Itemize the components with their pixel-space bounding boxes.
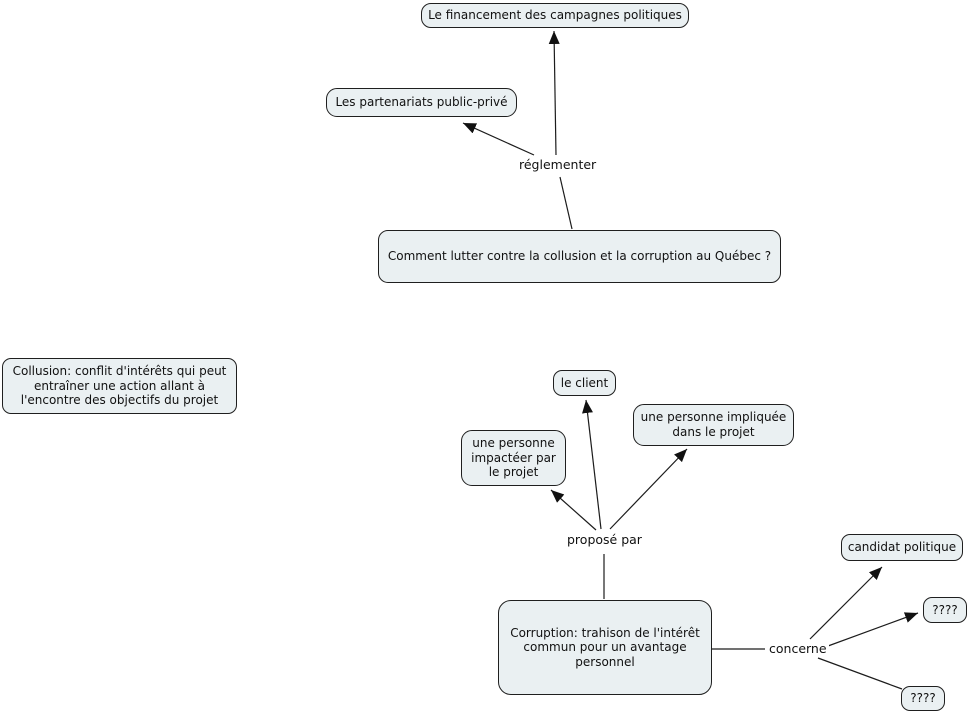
edge-question-reglementer: [559, 176, 573, 230]
node-inconnu-bas[interactable]: ????: [901, 686, 945, 711]
linking-phrase-propose-par[interactable]: proposé par: [565, 532, 644, 547]
node-partenariats[interactable]: Les partenariats public-privé: [326, 88, 517, 117]
node-candidat-politique[interactable]: candidat politique: [841, 534, 963, 561]
node-inconnu-haut[interactable]: ????: [923, 597, 967, 623]
edge-reglementer-partenariats: [462, 122, 535, 156]
node-collusion-definition[interactable]: Collusion: conflit d'intérêts qui peut e…: [2, 358, 237, 414]
linking-phrase-concerne[interactable]: concerne: [767, 641, 829, 656]
edge-concerne-inconnu-haut: [827, 612, 919, 647]
edge-propose-par-impactee: [550, 489, 597, 531]
edge-reglementer-financement: [548, 30, 560, 156]
edge-propose-par-client: [582, 399, 602, 530]
node-financement[interactable]: Le financement des campagnes politiques: [421, 3, 689, 28]
linking-phrase-reglementer[interactable]: réglementer: [517, 157, 599, 172]
node-corruption-definition[interactable]: Corruption: trahison de l'intérêt commun…: [498, 600, 712, 695]
node-client[interactable]: le client: [553, 370, 616, 396]
edge-propose-par-impliquee: [609, 448, 688, 530]
node-personne-impliquee[interactable]: une personne impliquée dans le projet: [633, 404, 794, 446]
edge-concerne-inconnu-bas: [817, 657, 903, 690]
node-question[interactable]: Comment lutter contre la collusion et la…: [378, 230, 781, 283]
edge-concerne-candidat: [809, 566, 883, 640]
node-personne-impactee[interactable]: une personne impactéer par le projet: [461, 430, 566, 486]
